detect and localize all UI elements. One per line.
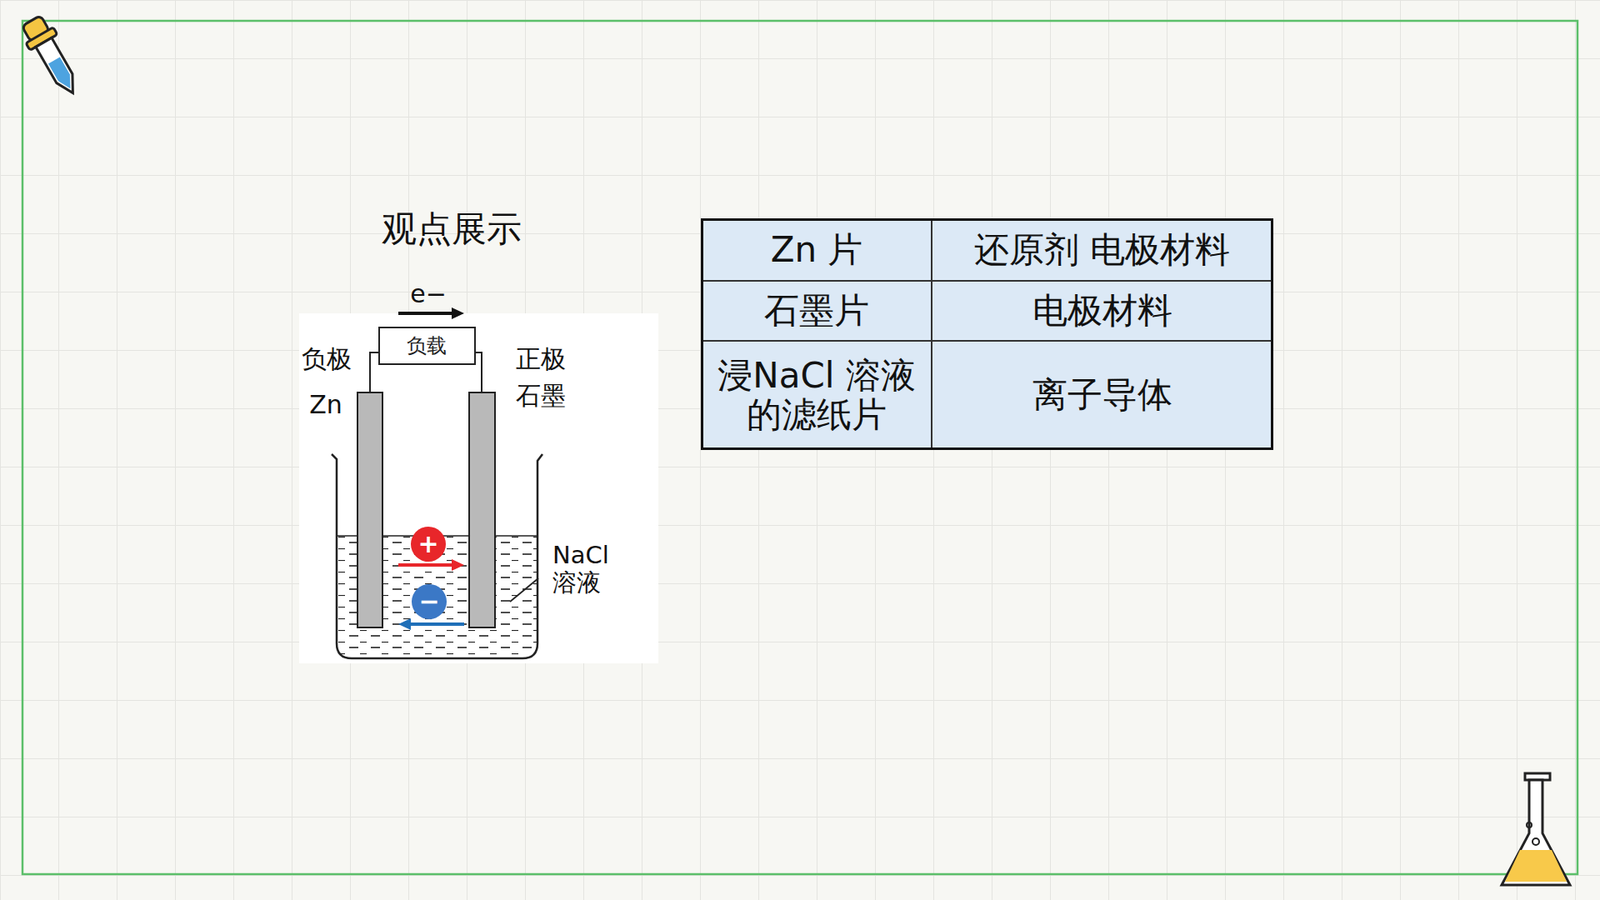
anion-circle: −: [411, 584, 447, 620]
electrode-material: Zn: [309, 390, 343, 420]
solution-label: NaCl 溶液: [552, 541, 620, 598]
table-cell-box: Zn 片: [701, 219, 932, 281]
load-box: 负载: [378, 326, 476, 365]
anion-arrowhead: [398, 618, 411, 630]
electron-label: e−: [410, 280, 447, 310]
anion-arrow: [408, 622, 465, 626]
frame-border: [22, 20, 1578, 875]
table-cell: 还原剂 电极材料: [974, 230, 1230, 270]
table-cell: 石墨片: [764, 290, 870, 330]
electron-arrow: [398, 311, 455, 315]
table-cell: 离子导体: [1032, 375, 1173, 415]
table-cell: Zn 片: [770, 230, 864, 270]
graphite-electrode: [469, 392, 495, 628]
table-cell-box: 电极材料: [931, 280, 1273, 341]
table-cell: 浸NaCl 溶液的滤纸片: [716, 355, 917, 435]
cation-circle: +: [410, 526, 446, 562]
wire: [370, 352, 379, 393]
leader-line: [510, 578, 539, 602]
cation-arrowhead: [451, 559, 465, 571]
ion-charge: −: [418, 589, 440, 615]
zn-electrode: [357, 392, 383, 628]
picture-ground: [299, 313, 659, 664]
electrode-name: 负极: [301, 345, 352, 375]
table-cell-box: 离子导体: [931, 340, 1273, 450]
slide-title: 观点展示: [381, 209, 522, 250]
electron-arrowhead: [451, 307, 465, 320]
flask-icon: [1501, 773, 1570, 885]
wire: [475, 352, 482, 393]
dropper-icon: [17, 12, 87, 101]
table-cell: 电极材料: [1032, 290, 1173, 330]
box-label: 负载: [406, 335, 447, 356]
cation-arrow: [398, 563, 455, 567]
table-cell-box: 浸NaCl 溶液的滤纸片: [701, 340, 932, 450]
table-cell-box: 石墨片: [701, 280, 932, 341]
electrode-material: 石墨: [515, 381, 566, 411]
ion-charge: +: [417, 531, 439, 557]
electrode-name: 正极: [515, 345, 566, 375]
table-cell-box: 还原剂 电极材料: [931, 219, 1273, 281]
